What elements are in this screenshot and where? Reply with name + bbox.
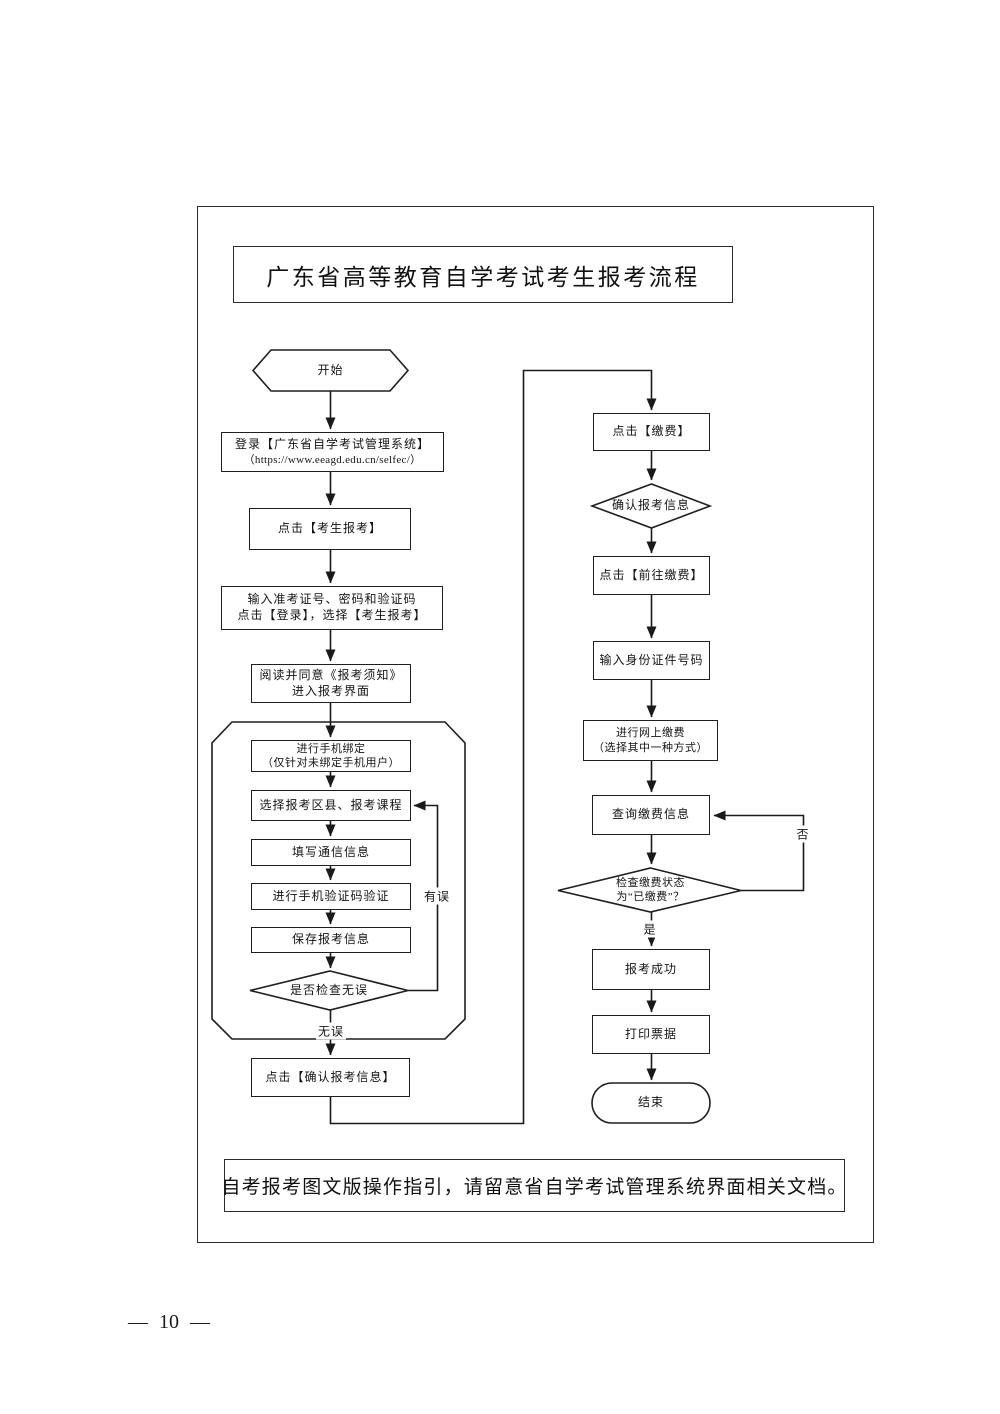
node-input-id-number: 输入身份证件号码 xyxy=(593,641,710,680)
node-print-receipt: 打印票据 xyxy=(592,1015,710,1054)
node-start-label: 开始 xyxy=(317,362,344,377)
node-phone-verification: 进行手机验证码验证 xyxy=(251,883,411,910)
node-payment-status-diamond: 检查缴费状态 为“已缴费”？ xyxy=(558,868,743,912)
node-phone-verification-label: 进行手机验证码验证 xyxy=(272,888,390,903)
node-confirm-info-diamond-label: 确认报考信息 xyxy=(611,498,690,513)
node-online-payment-line1: 进行网上缴费 xyxy=(616,727,685,740)
node-fill-contact-label: 填写通信信息 xyxy=(291,844,370,859)
confirm-diamond-shape xyxy=(589,483,713,529)
node-click-pay-label: 点击【缴费】 xyxy=(612,424,691,439)
node-read-notice-line2: 进入报考界面 xyxy=(291,683,370,698)
node-goto-pay: 点击【前往缴费】 xyxy=(593,556,710,595)
node-click-candidate-register: 点击【考生报考】 xyxy=(249,508,411,550)
end-terminal-shape xyxy=(591,1082,711,1124)
node-login-url: （https://www.eeagd.edu.cn/selfec/） xyxy=(243,453,422,466)
node-select-area-label: 选择报考区县、报考课程 xyxy=(259,797,403,812)
start-hexagon-shape xyxy=(251,349,410,392)
node-click-candidate-label: 点击【考生报考】 xyxy=(277,521,382,536)
node-register-success-label: 报考成功 xyxy=(624,961,677,976)
node-input-id-label: 输入身份证件号码 xyxy=(599,652,704,667)
node-payment-status-line2: 为“已缴费”？ xyxy=(616,891,685,903)
node-phone-binding-line2: （仅针对未绑定手机用户） xyxy=(262,757,400,769)
label-no: 否 xyxy=(794,825,812,843)
node-query-payment-info: 查询缴费信息 xyxy=(592,795,710,835)
flowchart-border xyxy=(197,206,874,1243)
footer-note-box: 自考报考图文版操作指引，请留意省自学考试管理系统界面相关文档。 xyxy=(221,1159,848,1212)
node-read-notice: 阅读并同意《报考须知》 进入报考界面 xyxy=(251,664,411,703)
node-save-register-label: 保存报考信息 xyxy=(291,932,370,947)
node-click-pay: 点击【缴费】 xyxy=(593,413,710,451)
node-end: 结束 xyxy=(592,1083,710,1123)
node-read-notice-line1: 阅读并同意《报考须知》 xyxy=(259,667,403,682)
check-diamond-shape xyxy=(249,970,409,1011)
page-title: 广东省高等教育自学考试考生报考流程 xyxy=(266,264,700,290)
node-click-confirm-info: 点击【确认报考信息】 xyxy=(251,1058,410,1097)
label-has-error: 有误 xyxy=(421,887,453,905)
node-payment-status-line1: 检查缴费状态 xyxy=(616,876,685,889)
node-register-success: 报考成功 xyxy=(592,949,710,990)
node-query-payment-label: 查询缴费信息 xyxy=(611,807,690,822)
node-end-label: 结束 xyxy=(637,1095,664,1110)
node-check-diamond: 是否检查无误 xyxy=(250,971,408,1010)
node-print-receipt-label: 打印票据 xyxy=(624,1026,677,1041)
node-input-credentials-line2: 点击【登录】，选择【考生报考】 xyxy=(237,608,427,622)
node-input-credentials: 输入准考证号、密码和验证码 点击【登录】，选择【考生报考】 xyxy=(221,586,443,630)
node-fill-contact-info: 填写通信信息 xyxy=(251,839,411,866)
node-login-line1: 登录【广东省自学考试管理系统】 xyxy=(234,437,430,452)
connector-arrows xyxy=(325,369,805,1125)
node-goto-pay-label: 点击【前往缴费】 xyxy=(599,567,704,582)
node-input-credentials-line1: 输入准考证号、密码和验证码 xyxy=(247,592,417,607)
node-online-payment: 进行网上缴费 （选择其中一种方式） xyxy=(583,720,718,761)
node-start: 开始 xyxy=(253,350,408,391)
footer-note-text: 自考报考图文版操作指引，请留意省自学考试管理系统界面相关文档。 xyxy=(221,1177,848,1198)
node-save-register-info: 保存报考信息 xyxy=(251,927,411,953)
node-confirm-info-diamond: 确认报考信息 xyxy=(592,484,710,528)
node-login-system: 登录【广东省自学考试管理系统】 （https://www.eeagd.edu.c… xyxy=(221,432,444,472)
payment-status-diamond-shape xyxy=(557,867,742,913)
node-check-diamond-label: 是否检查无误 xyxy=(289,982,368,997)
node-online-payment-line2: （选择其中一种方式） xyxy=(593,741,708,754)
node-click-confirm-label: 点击【确认报考信息】 xyxy=(265,1069,396,1084)
page-number: — 10 — xyxy=(128,1310,210,1333)
label-yes: 是 xyxy=(641,920,659,938)
node-select-area-course: 选择报考区县、报考课程 xyxy=(251,790,411,821)
flowchart-title-box: 广东省高等教育自学考试考生报考流程 xyxy=(233,246,733,303)
node-phone-binding: 进行手机绑定 （仅针对未绑定手机用户） xyxy=(251,740,411,772)
node-phone-binding-line1: 进行手机绑定 xyxy=(296,742,366,755)
label-no-error: 无误 xyxy=(315,1022,347,1040)
